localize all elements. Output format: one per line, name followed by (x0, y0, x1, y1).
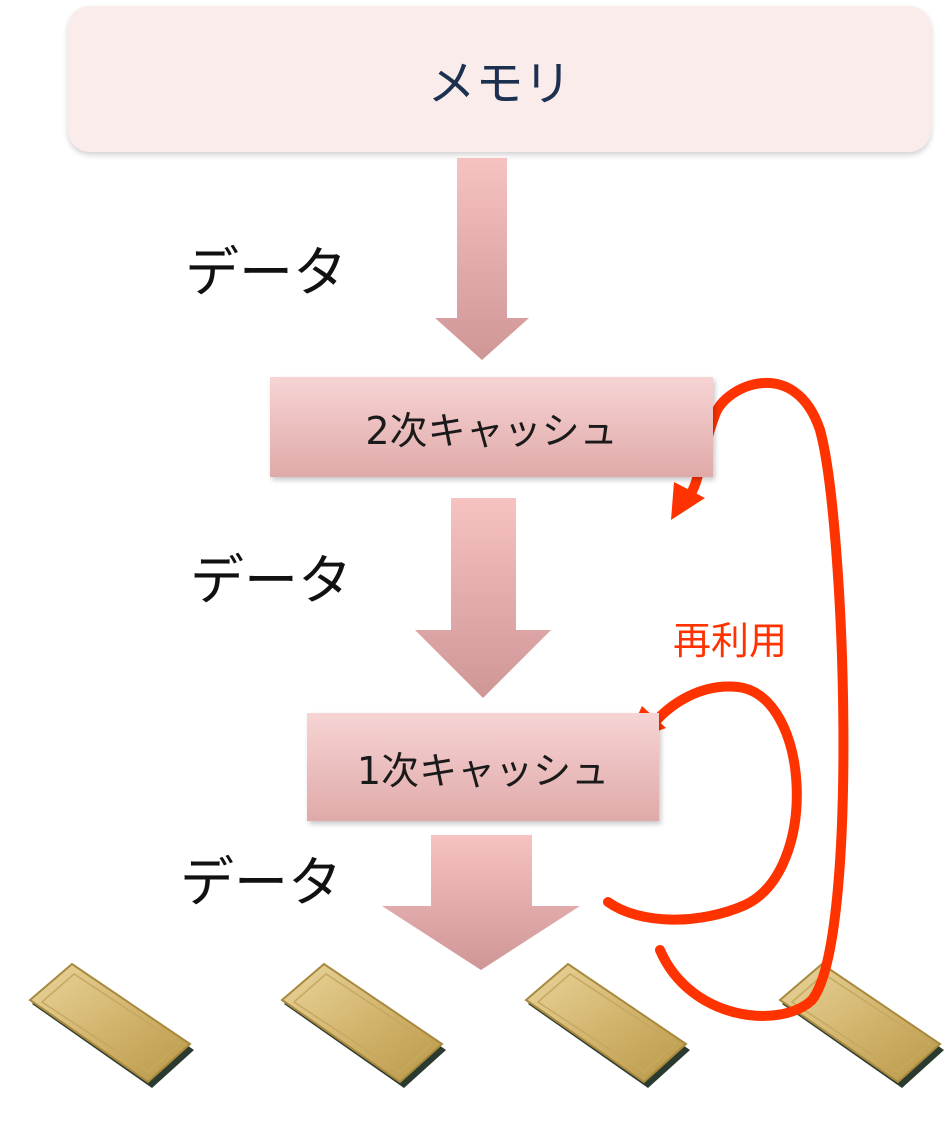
data-label-l2-to-l1: データ (190, 549, 352, 612)
data-arrow-l1-to-cores (382, 835, 580, 970)
processor-core-3 (525, 963, 691, 1089)
reuse-label: 再利用 (673, 619, 788, 663)
data-label-memory-to-l2: データ (185, 241, 347, 304)
reuse-arrow-to-l1 (603, 681, 802, 925)
memory-box: メモリ (68, 6, 931, 152)
l1-cache-box: 1次キャッシュ (307, 713, 659, 821)
data-arrow-l2-to-l1 (415, 498, 551, 698)
processor-core-2 (281, 963, 447, 1089)
data-arrow-memory-to-l2 (435, 158, 529, 360)
processor-core-4 (779, 963, 945, 1089)
data-label-l1-to-cores: データ (180, 851, 342, 914)
l1-cache-label: 1次キャッシュ (356, 748, 610, 793)
l2-cache-box: 2次キャッシュ (270, 377, 713, 477)
reuse-arrow-to-l2 (655, 378, 849, 1021)
memory-label: メモリ (427, 56, 572, 112)
l2-cache-label: 2次キャッシュ (365, 408, 618, 453)
processor-core-1 (29, 963, 195, 1089)
reuse-arrow-to-l2-head (671, 482, 705, 520)
